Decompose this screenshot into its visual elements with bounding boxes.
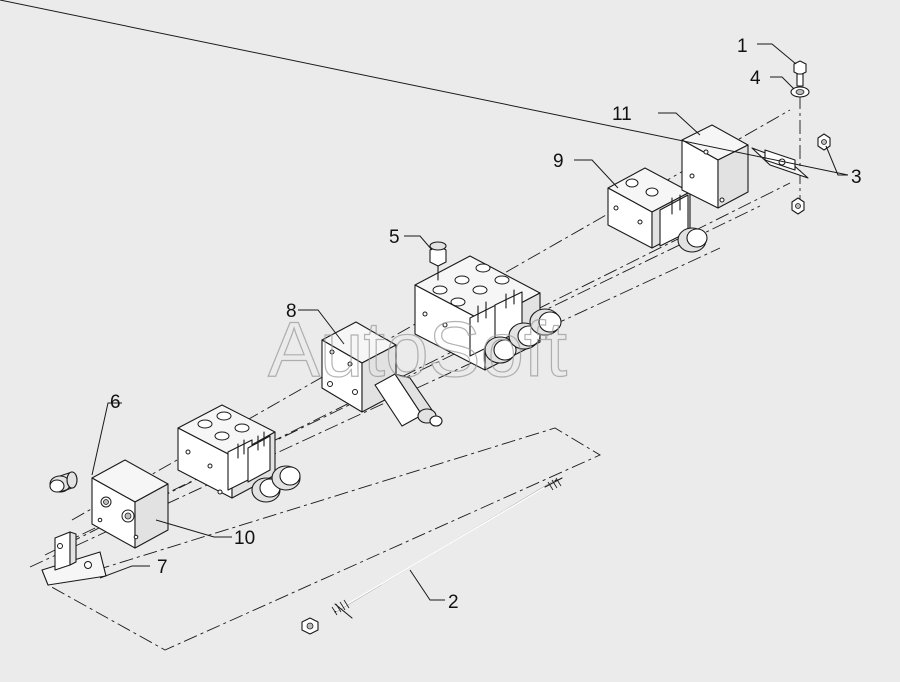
watermark-text: AutoSoft <box>268 305 568 393</box>
part-10-end-plate <box>91 459 169 549</box>
bracket-right <box>751 147 809 179</box>
callout-8: 8 <box>286 301 297 322</box>
callout-10: 10 <box>234 528 255 549</box>
callout-labels: 1 2 3 4 5 6 7 8 9 10 11 <box>110 36 862 613</box>
valve-section-middle <box>414 255 562 371</box>
callout-9: 9 <box>553 151 564 172</box>
callout-6: 6 <box>110 392 121 413</box>
part-2-tie-rod <box>301 477 563 635</box>
callout-5: 5 <box>389 227 400 248</box>
callout-11: 11 <box>612 104 632 125</box>
part-5-fitting <box>429 241 447 281</box>
part-6-plug <box>49 471 78 493</box>
part-9-valve <box>607 167 708 253</box>
part-4-washer <box>790 86 810 98</box>
part-11-end-plate <box>681 124 749 209</box>
callout-3: 3 <box>851 167 862 188</box>
valve-section-left <box>177 404 301 503</box>
callout-1: 1 <box>737 36 748 57</box>
callout-7: 7 <box>157 557 168 578</box>
callout-4: 4 <box>750 68 761 89</box>
part-8-module <box>321 321 443 427</box>
callout-2: 2 <box>448 592 459 613</box>
leader-lines <box>0 0 849 601</box>
part-7-bracket <box>41 531 107 586</box>
part-1-bolt <box>793 60 807 87</box>
part-3-nuts <box>791 133 831 215</box>
